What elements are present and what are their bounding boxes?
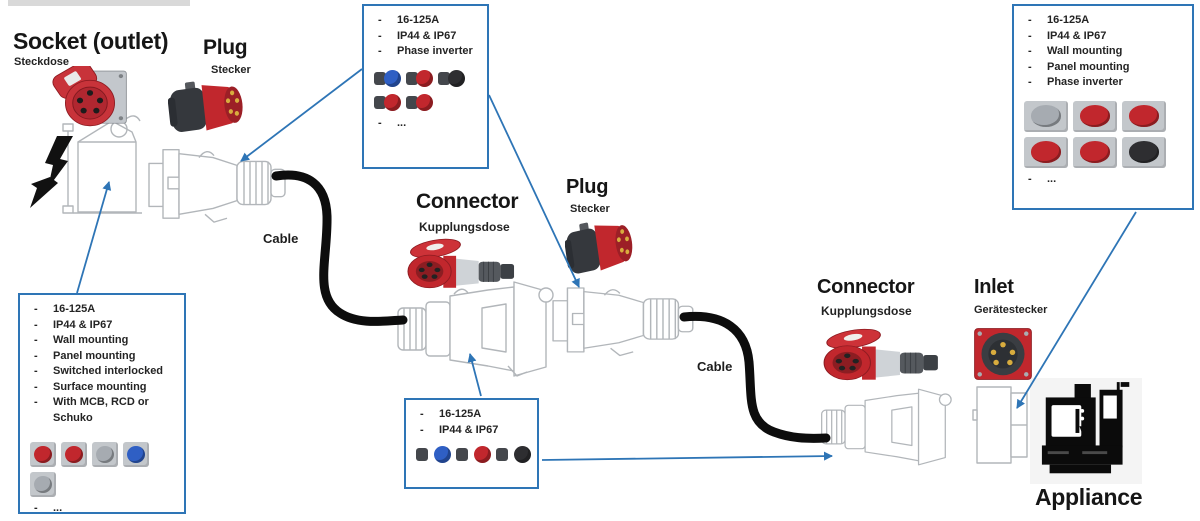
spec-bullet: Panel mounting [27, 349, 179, 365]
inlet-callout-box: 16-125AIP44 & IP67Wall mountingPanel mou… [1012, 4, 1194, 210]
plug2-photo [565, 222, 633, 274]
connector-callout-box: 16-125AIP44 & IP67 [404, 398, 539, 489]
connector2-subtitle: Kupplungsdose [821, 304, 912, 318]
connector1-title: Connector [416, 190, 519, 213]
inlet-line-drawing [972, 386, 1028, 464]
plug1-title: Plug [203, 36, 248, 59]
connector2-photo [823, 328, 938, 381]
spec-bullet: 16-125A [413, 407, 532, 423]
more-ellipsis: ... [27, 502, 179, 514]
inlet-variant-photos [1021, 100, 1187, 168]
blue-socket-combo-photo [123, 442, 149, 467]
spec-bullet: IP44 & IP67 [413, 423, 532, 439]
red-wall-socket-photo [30, 442, 56, 467]
spec-bullet: IP44 & IP67 [27, 318, 179, 334]
red-panel-inlet-photo [1073, 136, 1117, 168]
red-angled-socket-photo [61, 442, 87, 467]
spec-bullet: IP44 & IP67 [1021, 29, 1187, 45]
spec-bullet: IP44 & IP67 [371, 29, 482, 45]
red-plug-photo [374, 93, 401, 112]
grey-switched-socket-photo [92, 442, 118, 467]
spec-bullet: 16-125A [371, 13, 482, 29]
red-panel-inlet-photo [1073, 100, 1117, 132]
socket-title: Socket (outlet) [13, 28, 169, 54]
plug-callout-box: 16-125AIP44 & IP67Phase inverter ... [362, 4, 489, 169]
lightning-bolt-icon [30, 136, 73, 208]
cnc-machine-icon [1041, 382, 1130, 474]
red-connector-photo [406, 93, 433, 112]
inlet-spec-list: 16-125AIP44 & IP67Wall mountingPanel mou… [1021, 13, 1187, 91]
plug2-line-drawing [552, 287, 694, 357]
red-round-inlet-photo [1122, 100, 1166, 132]
connector1-photo [407, 238, 515, 289]
spec-bullet: Switched interlocked [27, 364, 179, 380]
connector1-subtitle: Kupplungsdose [419, 220, 510, 234]
plug2-title: Plug [566, 176, 609, 198]
red-plug-photo [406, 69, 433, 88]
arrow-connbox-to-connector2 [541, 451, 833, 461]
spec-bullet: 16-125A [1021, 13, 1187, 29]
spec-bullet: Panel mounting [1021, 60, 1187, 76]
black-connector-photo [496, 445, 531, 469]
socket-spec-list: 16-125AIP44 & IP67Wall mountingPanel mou… [27, 302, 179, 426]
socket-subtitle: Steckdose [14, 56, 70, 68]
more-ellipsis: ... [371, 117, 482, 129]
cable1-line [271, 170, 408, 326]
inlet-title: Inlet [974, 276, 1014, 298]
top-edge-artifact [8, 0, 190, 6]
blue-connector-photo [416, 445, 451, 469]
more-ellipsis: ... [1021, 173, 1187, 185]
plug-variant-photos [371, 69, 482, 112]
black-plug-photo [438, 69, 465, 88]
spec-bullet: Wall mounting [27, 333, 179, 349]
connector1-line-drawing [397, 281, 554, 377]
spec-bullet: Wall mounting [1021, 44, 1187, 60]
appliance-title: Appliance [1035, 484, 1143, 510]
spec-bullet: Phase inverter [371, 44, 482, 60]
plug1-photo [168, 81, 243, 132]
plug1-line-drawing [148, 149, 286, 223]
socket-callout-box: 16-125AIP44 & IP67Wall mountingPanel mou… [18, 293, 186, 514]
grey-angled-inlet-photo [1024, 100, 1068, 132]
cable2-label: Cable [697, 359, 733, 374]
cable1-label: Cable [263, 231, 299, 246]
connector2-title: Connector [817, 276, 915, 298]
connector-spec-list: 16-125AIP44 & IP67 [413, 407, 532, 438]
grey-interlocked-socket-photo [30, 472, 56, 497]
blue-plug-photo [374, 69, 401, 88]
inlet-subtitle: Gerätestecker [974, 304, 1048, 316]
plug-spec-list: 16-125AIP44 & IP67Phase inverter [371, 13, 482, 60]
connector2-line-drawing [821, 388, 952, 466]
plug1-subtitle: Stecker [211, 64, 251, 76]
spec-bullet: 16-125A [27, 302, 179, 318]
cable2-line [679, 311, 831, 443]
socket-variant-photos [27, 442, 179, 497]
socket-photo [52, 66, 127, 127]
red-connector-photo [456, 445, 491, 469]
spec-bullet: Surface mounting [27, 380, 179, 396]
plug2-subtitle: Stecker [570, 203, 610, 215]
spec-bullet: Phase inverter [1021, 75, 1187, 91]
inlet-photo [974, 328, 1032, 380]
spec-bullet: With MCB, RCD or Schuko [27, 395, 179, 426]
connector-variant-photos [413, 445, 532, 469]
black-angled-inlet-photo [1122, 136, 1166, 168]
red-round-inlet-photo [1024, 136, 1068, 168]
